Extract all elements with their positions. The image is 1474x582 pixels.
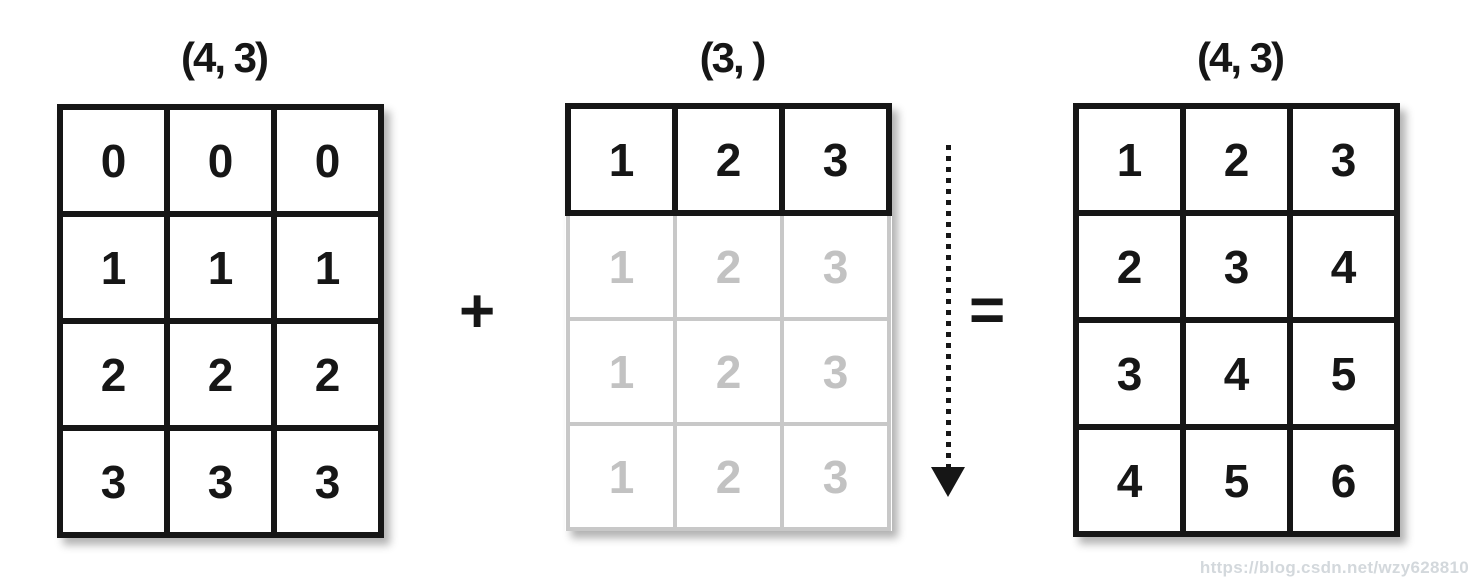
matrix-row: 2 3 4 [1073, 210, 1400, 323]
matrix-row: 4 5 6 [1073, 424, 1400, 537]
matrix-row: 3 4 5 [1073, 317, 1400, 430]
matrix-cell: 3 [57, 425, 170, 538]
matrix-cell: 3 [1180, 210, 1293, 323]
result-matrix-shape-label: (4, 3) [1196, 34, 1285, 81]
matrix-cell: 1 [164, 211, 277, 324]
left-matrix: 0 0 0 1 1 1 2 2 2 3 3 3 [57, 104, 384, 538]
matrix-row: 0 0 0 [57, 104, 384, 217]
matrix-cell: 2 [672, 103, 785, 216]
matrix-cell: 3 [779, 103, 892, 216]
matrix-cell: 1 [565, 103, 678, 216]
result-matrix: 1 2 3 2 3 4 3 4 5 4 5 6 [1073, 103, 1400, 537]
matrix-row: 3 3 3 [57, 425, 384, 538]
matrix-cell: 4 [1073, 424, 1186, 537]
matrix-cell: 0 [164, 104, 277, 217]
left-matrix-shape-label: (4, 3) [180, 34, 269, 81]
matrix-cell: 1 [271, 211, 384, 324]
matrix-row: 1 2 3 [565, 103, 892, 216]
matrix-ghost-cell: 2 [673, 317, 784, 426]
matrix-ghost-row: 1 2 3 [566, 422, 891, 531]
matrix-ghost-row: 1 2 3 [566, 317, 891, 426]
matrix-cell: 2 [1073, 210, 1186, 323]
matrix-ghost-cell: 2 [673, 422, 784, 531]
matrix-ghost-cell: 3 [780, 422, 891, 531]
plus-operator: + [459, 277, 496, 346]
matrix-ghost-row: 1 2 3 [566, 211, 891, 321]
matrix-cell: 5 [1287, 317, 1400, 430]
matrix-ghost-cell: 2 [673, 211, 784, 321]
matrix-cell: 2 [164, 318, 277, 431]
watermark: https://blog.csdn.net/wzy628810 [1199, 558, 1469, 577]
matrix-cell: 3 [1073, 317, 1186, 430]
broadcast-arrow-line [946, 145, 951, 467]
equals-operator: = [969, 276, 1006, 345]
matrix-cell: 1 [57, 211, 170, 324]
matrix-cell: 0 [271, 104, 384, 217]
matrix-cell: 2 [57, 318, 170, 431]
matrix-ghost-cell: 1 [566, 317, 677, 426]
matrix-cell: 5 [1180, 424, 1293, 537]
matrix-row: 1 1 1 [57, 211, 384, 324]
matrix-ghost-cell: 1 [566, 211, 677, 321]
broadcast-arrow-head-icon [931, 467, 965, 497]
matrix-cell: 2 [271, 318, 384, 431]
matrix-cell: 1 [1073, 103, 1186, 216]
matrix-ghost-cell: 1 [566, 422, 677, 531]
matrix-cell: 0 [57, 104, 170, 217]
matrix-ghost-cell: 3 [780, 317, 891, 426]
matrix-cell: 3 [1287, 103, 1400, 216]
matrix-cell: 6 [1287, 424, 1400, 537]
matrix-row: 1 2 3 [1073, 103, 1400, 216]
middle-matrix: 1 2 3 1 2 3 1 2 3 1 2 3 [565, 103, 892, 531]
matrix-cell: 2 [1180, 103, 1293, 216]
matrix-cell: 3 [271, 425, 384, 538]
matrix-ghost-cell: 3 [780, 211, 891, 321]
middle-matrix-shape-label: (3, ) [699, 34, 767, 81]
matrix-cell: 4 [1180, 317, 1293, 430]
matrix-cell: 3 [164, 425, 277, 538]
matrix-row: 2 2 2 [57, 318, 384, 431]
matrix-cell: 4 [1287, 210, 1400, 323]
